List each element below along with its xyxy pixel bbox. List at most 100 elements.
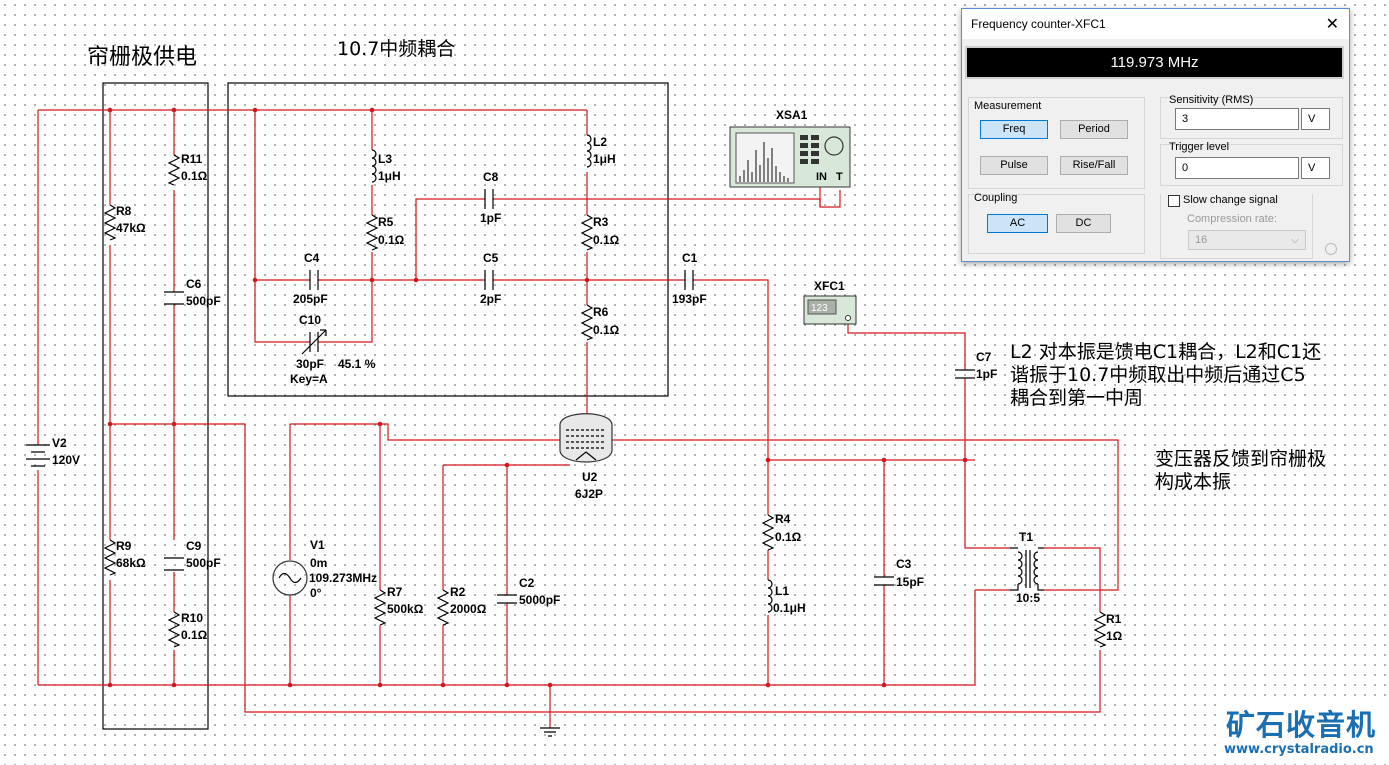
note-transformer-line1: 变压器反馈到帘栅极 [1155,448,1326,470]
vacuum-tube-u2[interactable]: U2 6J2P [559,413,613,501]
r3-value: 0.1Ω [593,233,620,247]
l1-ref: L1 [775,584,789,598]
resistor-r8[interactable]: R8 47kΩ [103,204,146,241]
capacitor-c1[interactable]: C1 193pF [672,251,707,306]
sensitivity-unit-select[interactable]: V [1301,108,1330,130]
slow-change-label: Slow change signal [1183,194,1278,206]
period-button[interactable]: Period [1060,120,1128,139]
r7-value: 500kΩ [387,602,424,616]
trigger-input[interactable]: 0 [1175,157,1299,179]
inductor-l3[interactable]: L3 1μH [371,149,401,183]
r8-ref: R8 [116,204,132,218]
r8-value: 47kΩ [116,221,146,235]
c3-ref: C3 [896,557,912,571]
window-titlebar[interactable]: Frequency counter-XFC1 ✕ [962,9,1349,39]
resistor-r3[interactable]: R3 0.1Ω [580,214,620,251]
c10-ref: C10 [299,313,321,327]
capacitor-c9[interactable]: C9 500pF [164,539,221,571]
coupling-label: Coupling [974,192,1018,204]
variable-capacitor-c10[interactable]: C10 30pF 45.1 % Key=A [290,313,376,386]
frequency-readout: 119.973 MHz [965,46,1344,79]
l2-value: 1μH [593,152,616,166]
capacitor-c8[interactable]: C8 1pF [480,170,501,225]
r2-value: 2000Ω [450,602,487,616]
c6-ref: C6 [186,277,202,291]
r11-ref: R11 [181,152,203,166]
r4-value: 0.1Ω [775,530,802,544]
frequency-counter-window: Frequency counter-XFC1 ✕ 119.973 MHz Mea… [961,8,1350,262]
dc-button[interactable]: DC [1056,214,1111,233]
r10-ref: R10 [181,611,203,625]
trigger-unit-select[interactable]: V [1301,157,1330,179]
r11-value: 0.1Ω [181,169,208,183]
window-title: Frequency counter-XFC1 [971,17,1106,31]
xfc1-display: 123 [811,303,828,314]
capacitor-c6[interactable]: C6 500pF [164,277,221,308]
resistor-r2[interactable]: R2 2000Ω [436,585,487,626]
t1-ratio: 10:5 [1016,591,1040,605]
xsa1-t-label: T [836,171,843,183]
xsa1-ref: XSA1 [776,108,808,122]
r5-ref: R5 [378,215,394,229]
trigger-label: Trigger level [1169,141,1230,153]
trigger-group: Trigger level 0 V [1160,141,1343,186]
l1-value: 0.1μH [773,601,806,615]
sensitivity-input[interactable]: 3 [1175,108,1299,130]
inductor-l1[interactable]: L1 0.1μH [767,579,806,615]
spectrum-analyzer-xsa1[interactable]: XSA1 IN T [729,108,851,188]
screen-supply-title: 帘栅极供电 [87,45,197,70]
freq-button[interactable]: Freq [980,120,1048,139]
resistor-r9[interactable]: R9 68kΩ [103,539,146,576]
slow-change-group: Slow change signal Compression rate: 16 … [1160,194,1313,259]
resistor-r1[interactable]: R1 1Ω [1093,611,1123,648]
inductor-l2[interactable]: L2 1μH [586,134,616,168]
resize-grip-icon[interactable] [1325,243,1337,255]
r5-value: 0.1Ω [378,233,405,247]
note-transformer-line2: 构成本振 [1155,471,1231,493]
compression-select: 16 ⌵ [1188,230,1306,250]
resistor-r10[interactable]: R10 0.1Ω [167,611,208,648]
capacitor-c3[interactable]: C3 15pF [874,557,924,589]
note-l2-line2: 谐振于10.7中频取出中频后通过C5 [1010,364,1306,386]
note-l2-line1: L2 对本振是馈电C1耦合，L2和C1还 [1010,341,1321,363]
resistor-r7[interactable]: R7 500kΩ [373,585,424,626]
l3-value: 1μH [378,169,401,183]
capacitor-c2[interactable]: C2 5000pF [497,576,560,607]
v2-ref: V2 [52,436,67,450]
capacitor-c4[interactable]: C4 205pF [293,251,328,306]
resistor-r4[interactable]: R4 0.1Ω [761,512,802,551]
c9-value: 500pF [186,556,221,570]
r3-ref: R3 [593,215,609,229]
resistor-r6[interactable]: R6 0.1Ω [580,304,620,341]
slow-change-checkbox[interactable] [1168,195,1180,207]
capacitor-c7[interactable]: C7 1pF [955,350,997,381]
xsa1-in-label: IN [816,171,827,183]
if-coupling-frame [227,82,669,397]
compression-value: 16 [1195,234,1208,246]
chevron-down-icon: ⌵ [1290,234,1299,246]
c4-value: 205pF [293,292,328,306]
c10-value: 30pF [296,357,324,371]
measurement-group: Measurement Freq Period Pulse Rise/Fall [968,97,1145,189]
ac-button[interactable]: AC [987,214,1048,233]
c1-value: 193pF [672,292,707,306]
resistor-r5[interactable]: R5 0.1Ω [365,214,405,251]
ac-source-v1[interactable]: V1 0m 109.273MHz 0° [272,538,377,600]
capacitor-c5[interactable]: C5 2pF [480,251,501,306]
watermark-name: 矿石收音机 [1226,708,1377,742]
transformer-t1[interactable]: T1 10:5 [1010,530,1044,605]
c7-ref: C7 [976,350,992,364]
l2-ref: L2 [593,135,607,149]
watermark-url: www.crystalradio.cn [1224,742,1374,757]
frequency-counter-xfc1[interactable]: XFC1 123 [803,279,857,325]
resistor-r11[interactable]: R11 0.1Ω [167,152,208,186]
r6-value: 0.1Ω [593,323,620,337]
battery-v2[interactable]: V2 120V [26,436,80,467]
sensitivity-label: Sensitivity (RMS) [1169,94,1254,106]
pulse-button[interactable]: Pulse [980,156,1048,175]
r4-ref: R4 [775,512,791,526]
close-icon[interactable]: ✕ [1325,16,1339,33]
r1-value: 1Ω [1106,629,1123,643]
rise-fall-button[interactable]: Rise/Fall [1060,156,1128,175]
